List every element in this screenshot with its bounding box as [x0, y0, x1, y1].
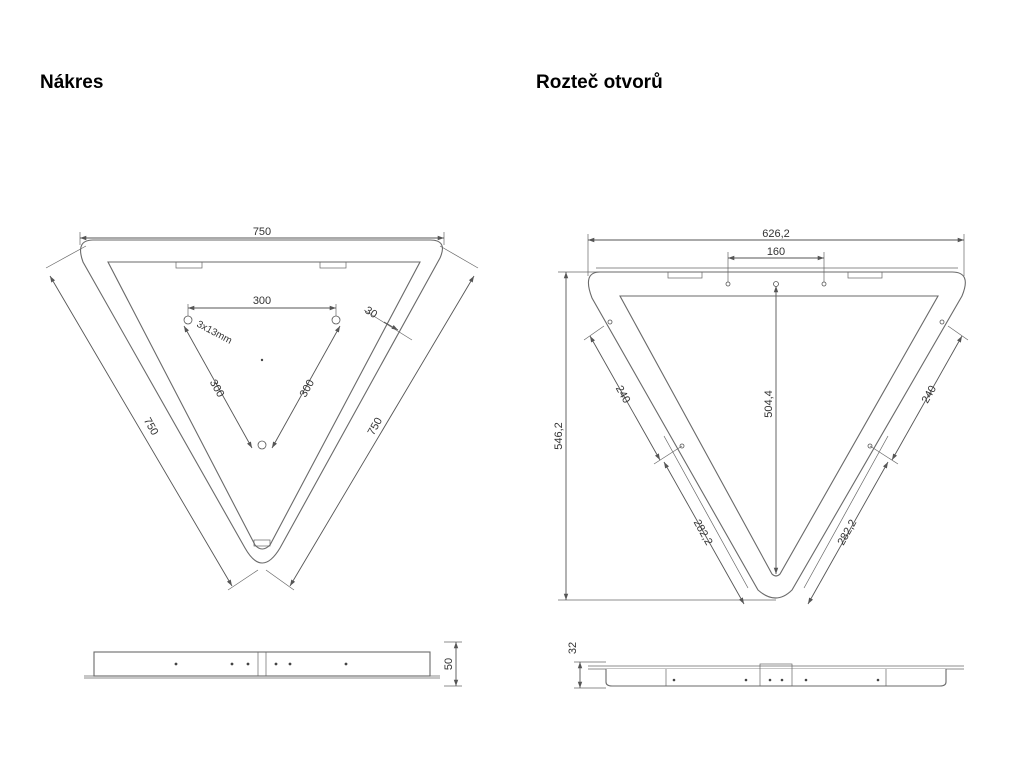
right-width-dimension: 626,2	[587, 228, 965, 276]
left-profile-height-label: 50	[443, 658, 455, 670]
right-profile-view: 32	[567, 642, 964, 689]
hole-spacing-top-label: 300	[253, 295, 271, 307]
right-inner-height-dimension: 504,4	[763, 286, 779, 574]
right-profile-height-label: 32	[567, 642, 579, 654]
right-side-upper-right-label: 240	[920, 384, 939, 406]
left-profile-view: 50	[84, 641, 462, 687]
hole-spacing-title: Rozteč otvorů	[536, 72, 663, 93]
right-side-upper-left-label: 240	[613, 384, 632, 406]
left-width-label: 750	[253, 226, 271, 238]
right-side-lower-left-label: 282,2	[691, 518, 715, 548]
right-hole-spacing-label: 160	[767, 246, 785, 258]
edge-offset-dimension: 30	[362, 304, 413, 341]
right-height-label: 546,2	[553, 422, 565, 450]
right-side-lower-right-label: 282,2	[835, 518, 859, 548]
right-width-label: 626,2	[762, 228, 790, 240]
left-side-label: 750	[141, 416, 160, 438]
hole-triangle: 300 300 300 3x13mm	[183, 295, 341, 450]
right-side-label: 750	[366, 416, 385, 438]
drawing-title: Nákres	[40, 72, 104, 93]
edge-offset-label: 30	[362, 304, 379, 321]
right-inner-height-label: 504,4	[763, 390, 775, 418]
left-triangle-frame	[80, 239, 443, 564]
left-width-dimension: 750	[79, 226, 445, 245]
right-hole-spacing-dimension: 160	[727, 246, 825, 282]
